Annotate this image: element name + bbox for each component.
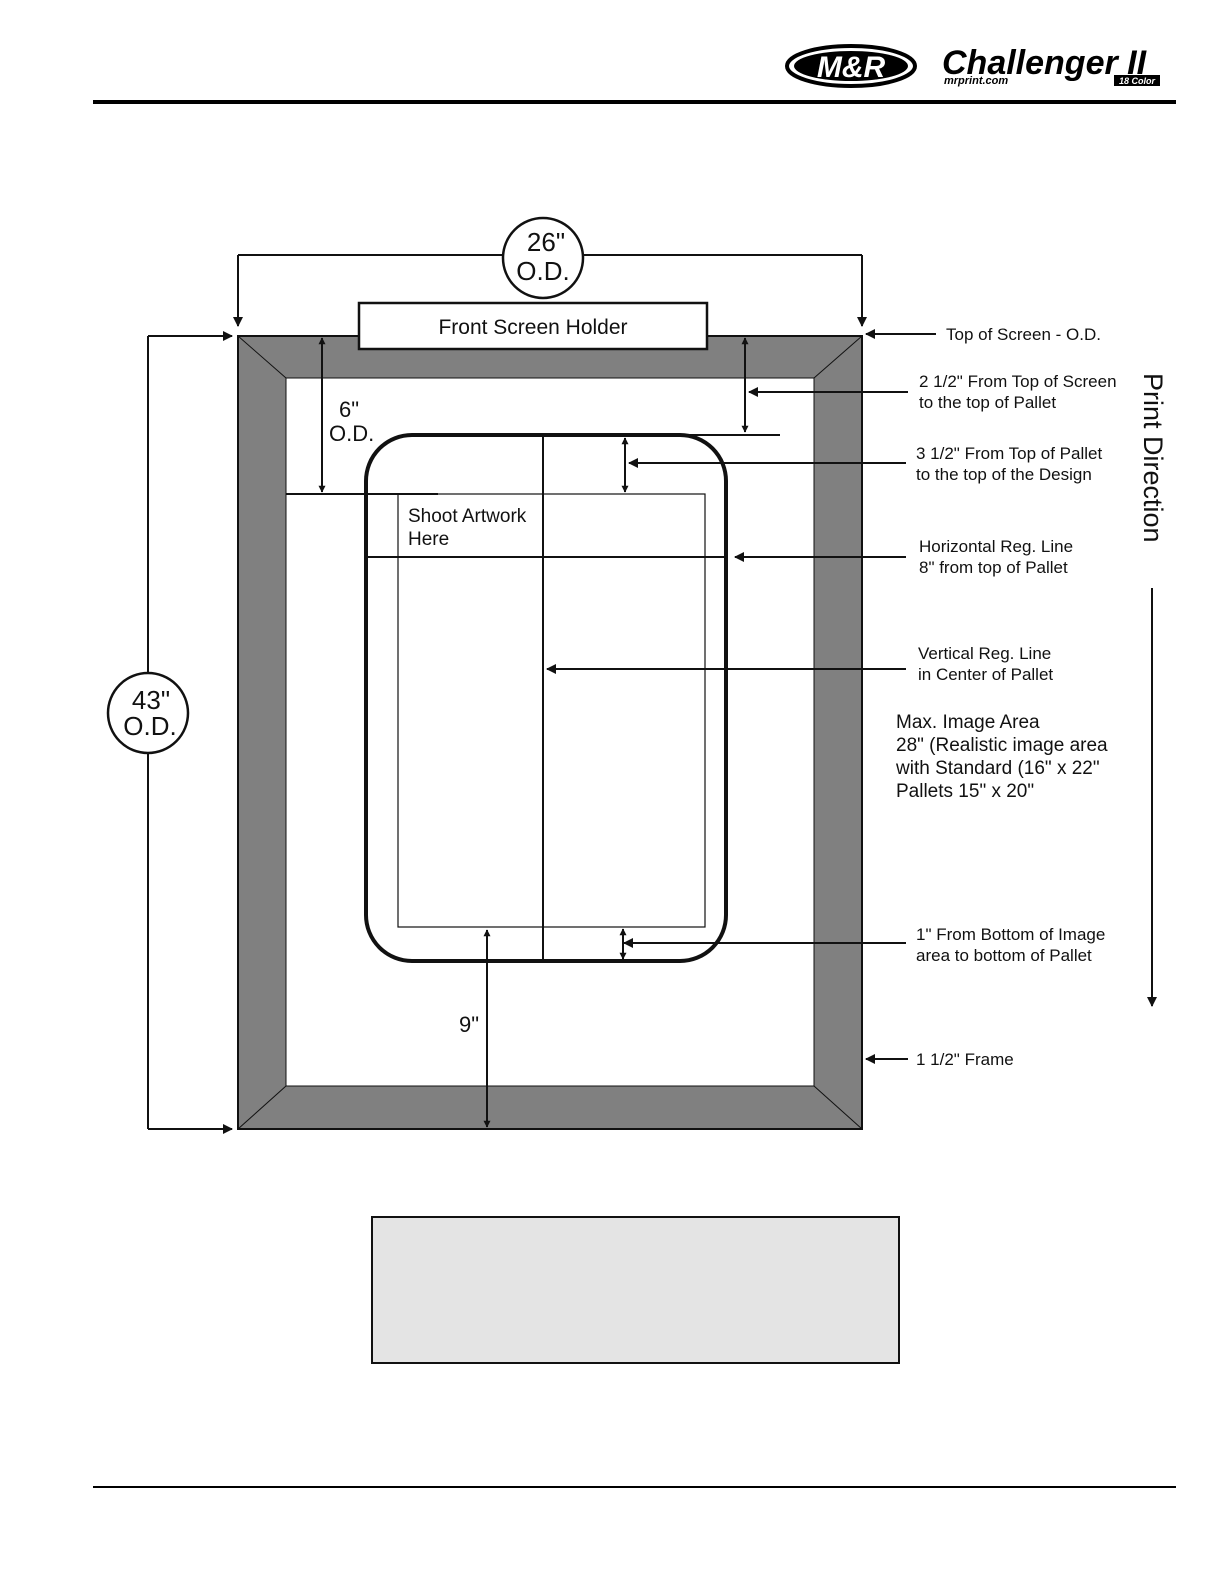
screen-frame	[237, 335, 863, 1130]
bottom-image-label: 1" From Bottom of Image area to bottom o…	[916, 925, 1110, 965]
note-box	[371, 1216, 900, 1364]
from-top-screen-line-1: 2 1/2" From Top of Screen	[919, 372, 1117, 391]
vertical-reg-line-1: Vertical Reg. Line	[918, 644, 1051, 663]
from-top-screen-label: 2 1/2" From Top of Screen to the top of …	[919, 372, 1121, 412]
print-direction-label: Print Direction	[1138, 373, 1168, 543]
brand-header: M&R Challenger II mrprint.com 18 Color	[785, 44, 1160, 88]
front-screen-holder: Front Screen Holder	[357, 301, 709, 351]
offset-unit: O.D.	[329, 421, 374, 446]
print-direction: Print Direction	[1138, 373, 1168, 1007]
width-unit: O.D.	[516, 256, 569, 286]
frame-line-1: 1 1/2" Frame	[916, 1050, 1014, 1069]
from-top-pallet-line-2: to the top of the Design	[916, 465, 1092, 484]
color-badge: 18 Color	[1119, 76, 1156, 86]
frame-right	[814, 336, 862, 1129]
max-image-area-label: Max. Image Area 28" (Realistic image are…	[895, 712, 1113, 802]
color-badge-bg	[1114, 75, 1160, 86]
height-unit: O.D.	[123, 711, 176, 741]
top-of-screen-label: Top of Screen - O.D.	[946, 325, 1101, 344]
frame-label: 1 1/2" Frame	[916, 1050, 1014, 1069]
offset-6-dimension: 6" O.D.	[286, 337, 438, 495]
max-image-line-4: Pallets 15" x 20"	[896, 781, 1034, 802]
from-top-pallet-label: 3 1/2" From Top of Pallet to the top of …	[916, 444, 1107, 484]
top-of-screen-line-1: Top of Screen - O.D.	[946, 325, 1101, 344]
from-top-pallet-line-1: 3 1/2" From Top of Pallet	[916, 444, 1102, 463]
width-dimension: 26" O.D.	[233, 216, 867, 327]
max-image-line-1: Max. Image Area	[896, 712, 1040, 733]
width-value: 26"	[527, 227, 565, 257]
callout-leaders	[546, 329, 936, 1064]
height-dimension: 43" O.D.	[106, 331, 233, 1134]
horizontal-reg-line-2: 8" from top of Pallet	[919, 558, 1068, 577]
frame-left	[238, 336, 286, 1129]
offset-value: 6"	[339, 397, 359, 422]
mr-logo-text: M&R	[817, 51, 886, 84]
mr-logo: M&R	[785, 44, 917, 88]
frame-bottom	[238, 1086, 862, 1129]
vertical-reg-line-2: in Center of Pallet	[918, 665, 1053, 684]
product-name: Challenger II	[942, 44, 1148, 82]
bottom-image-line-1: 1" From Bottom of Image	[916, 925, 1105, 944]
shoot-artwork-label: Shoot Artwork Here	[408, 506, 532, 550]
image-area	[397, 493, 706, 928]
max-image-line-2: 28" (Realistic image area	[896, 735, 1108, 756]
website: mrprint.com	[944, 75, 1008, 87]
front-screen-holder-label: Front Screen Holder	[438, 316, 627, 339]
bottom-image-line-2: area to bottom of Pallet	[916, 946, 1092, 965]
max-image-line-3: with Standard (16" x 22"	[895, 758, 1100, 779]
height-value: 43"	[132, 685, 170, 715]
vertical-reg-label: Vertical Reg. Line in Center of Pallet	[918, 644, 1056, 684]
pallet-top-dimension	[415, 337, 780, 436]
from-top-screen-line-2: to the top of Pallet	[919, 393, 1056, 412]
horizontal-reg-line-1: Horizontal Reg. Line	[919, 537, 1073, 556]
bottom-9-dimension: 9"	[459, 929, 491, 1128]
horizontal-reg-label: Horizontal Reg. Line 8" from top of Pall…	[919, 537, 1078, 577]
shoot-artwork-line-2: Here	[408, 529, 449, 550]
shoot-artwork-line-1: Shoot Artwork	[408, 506, 527, 527]
bottom-value: 9"	[459, 1012, 479, 1037]
